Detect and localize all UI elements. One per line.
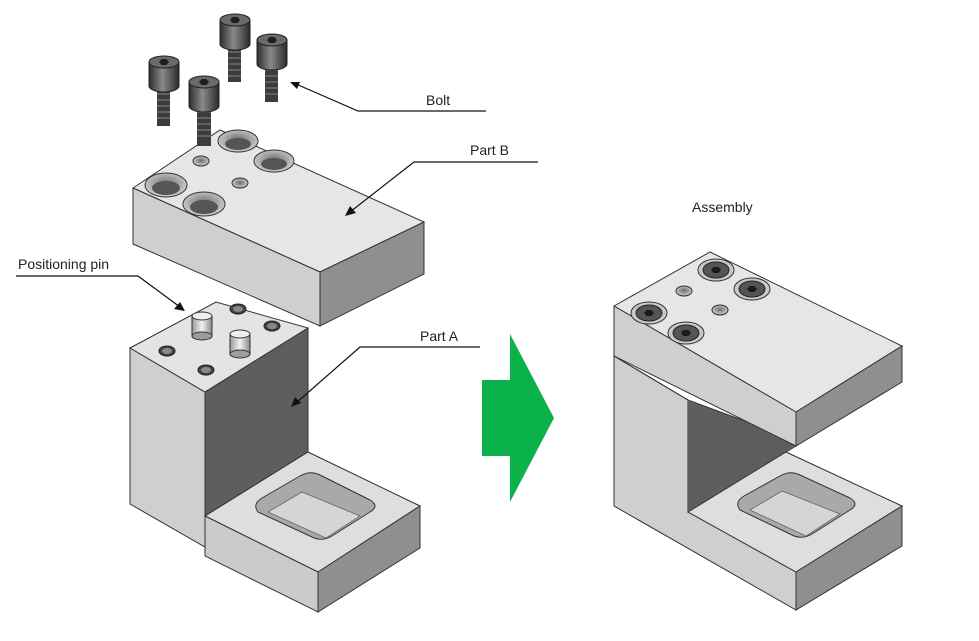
- part-b-pin-holes: [192, 155, 249, 189]
- positioning-pin: [191, 311, 213, 341]
- assembly-label: Assembly: [692, 199, 753, 215]
- leader-lines: [16, 82, 538, 407]
- process-arrow-icon: [482, 334, 554, 502]
- part-b-label: Part B: [470, 142, 509, 158]
- positioning-pin: [229, 329, 251, 359]
- bolt-label: Bolt: [426, 92, 451, 108]
- part-a-threaded-holes: [158, 303, 281, 376]
- part-a-base-right: [317, 505, 421, 613]
- part-b-counterbore-holes: [144, 129, 295, 217]
- part-a: [128, 301, 422, 613]
- assembly-right-face: [795, 345, 903, 447]
- assembly: [612, 251, 904, 611]
- bolt: [188, 75, 220, 146]
- bolt: [256, 33, 288, 102]
- part-b-right-face: [319, 221, 425, 327]
- assembly-pin-holes: [675, 285, 729, 316]
- bolt: [148, 55, 180, 126]
- assembly-bolt-heads: [630, 258, 771, 345]
- positioning-pin-label: Positioning pin: [18, 256, 110, 272]
- part-a-label: Part A: [420, 328, 459, 344]
- bolts: [148, 13, 288, 146]
- bolt: [219, 13, 251, 82]
- part-b: [131, 129, 426, 327]
